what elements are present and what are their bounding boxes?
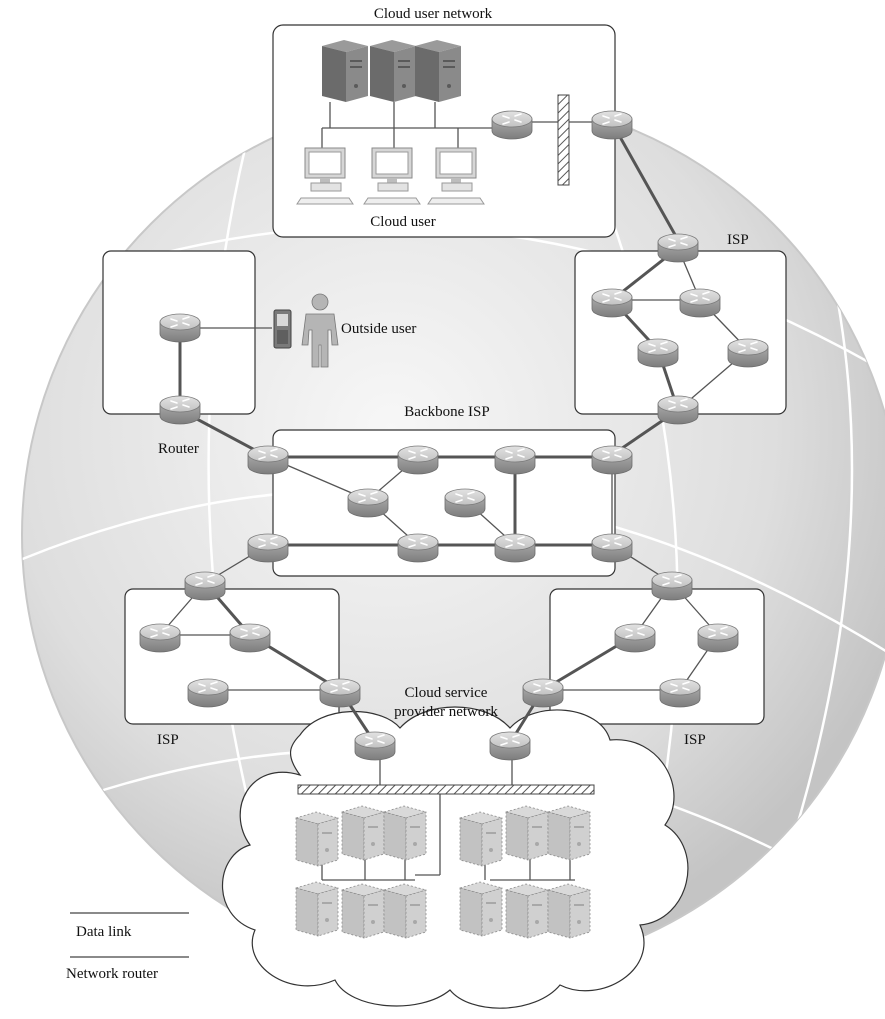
legend-data-link: Data link (76, 924, 132, 940)
router-icon (247, 533, 289, 563)
router-icon (247, 445, 289, 475)
isp-top-right-box (574, 250, 787, 415)
isp-bottom-right-box (549, 588, 765, 725)
router-icon (591, 533, 633, 563)
router-icon (397, 533, 439, 563)
firewall-icon (557, 94, 570, 186)
router-icon (159, 313, 201, 343)
router-icon (159, 395, 201, 425)
server-icon (505, 883, 549, 939)
mobile-phone-icon (273, 309, 292, 349)
person-icon (301, 293, 339, 368)
server-icon (383, 883, 427, 939)
legend-network-router: Network router (66, 966, 158, 982)
router-icon (444, 488, 486, 518)
server-icon (370, 40, 416, 102)
router-icon (591, 288, 633, 318)
router-icon (727, 338, 769, 368)
router-icon (679, 288, 721, 318)
cloud-service-provider-cloud (222, 706, 689, 1009)
router-icon (187, 678, 229, 708)
router-icon (347, 488, 389, 518)
isp-bottom-right-label: ISP (684, 732, 706, 748)
router-icon (637, 338, 679, 368)
isp-top-right-label: ISP (727, 232, 749, 248)
router-icon (229, 623, 271, 653)
router-icon (489, 731, 531, 761)
router-icon (657, 395, 699, 425)
server-icon (341, 883, 385, 939)
router-icon (697, 623, 739, 653)
router-icon (522, 678, 564, 708)
router-icon (614, 623, 656, 653)
outside-user-label: Outside user (341, 321, 416, 337)
router-icon (354, 731, 396, 761)
legend: Data link Network router (66, 912, 189, 982)
router-icon (591, 110, 633, 140)
cloud-user-label: Cloud user (370, 214, 435, 230)
router-icon (319, 678, 361, 708)
server-icon (383, 805, 427, 861)
router-icon (657, 233, 699, 263)
server-icon (459, 881, 503, 937)
router-icon (591, 445, 633, 475)
cloud-user-network-label: Cloud user network (374, 6, 493, 22)
server-icon (505, 805, 549, 861)
cloud-service-label-line2: provider network (394, 704, 498, 720)
router-label: Router (158, 441, 199, 457)
router-icon (651, 571, 693, 601)
router-icon (494, 445, 536, 475)
router-icon (494, 533, 536, 563)
backbone-isp-box (272, 429, 616, 577)
server-icon (341, 805, 385, 861)
isp-bottom-left-box (124, 588, 340, 725)
router-icon (184, 571, 226, 601)
isp-bottom-left-label: ISP (157, 732, 179, 748)
server-icon (295, 811, 339, 867)
server-icon (547, 805, 591, 861)
router-icon (491, 110, 533, 140)
backbone-isp-label: Backbone ISP (404, 404, 489, 420)
router-icon (659, 678, 701, 708)
cloud-user-servers (322, 40, 461, 102)
server-icon (547, 883, 591, 939)
router-icon (397, 445, 439, 475)
provider-backbone-bus (297, 784, 595, 795)
cloud-service-label-line1: Cloud service (405, 685, 488, 701)
server-icon (322, 40, 368, 102)
server-icon (415, 40, 461, 102)
router-icon (139, 623, 181, 653)
server-icon (459, 811, 503, 867)
server-icon (295, 881, 339, 937)
